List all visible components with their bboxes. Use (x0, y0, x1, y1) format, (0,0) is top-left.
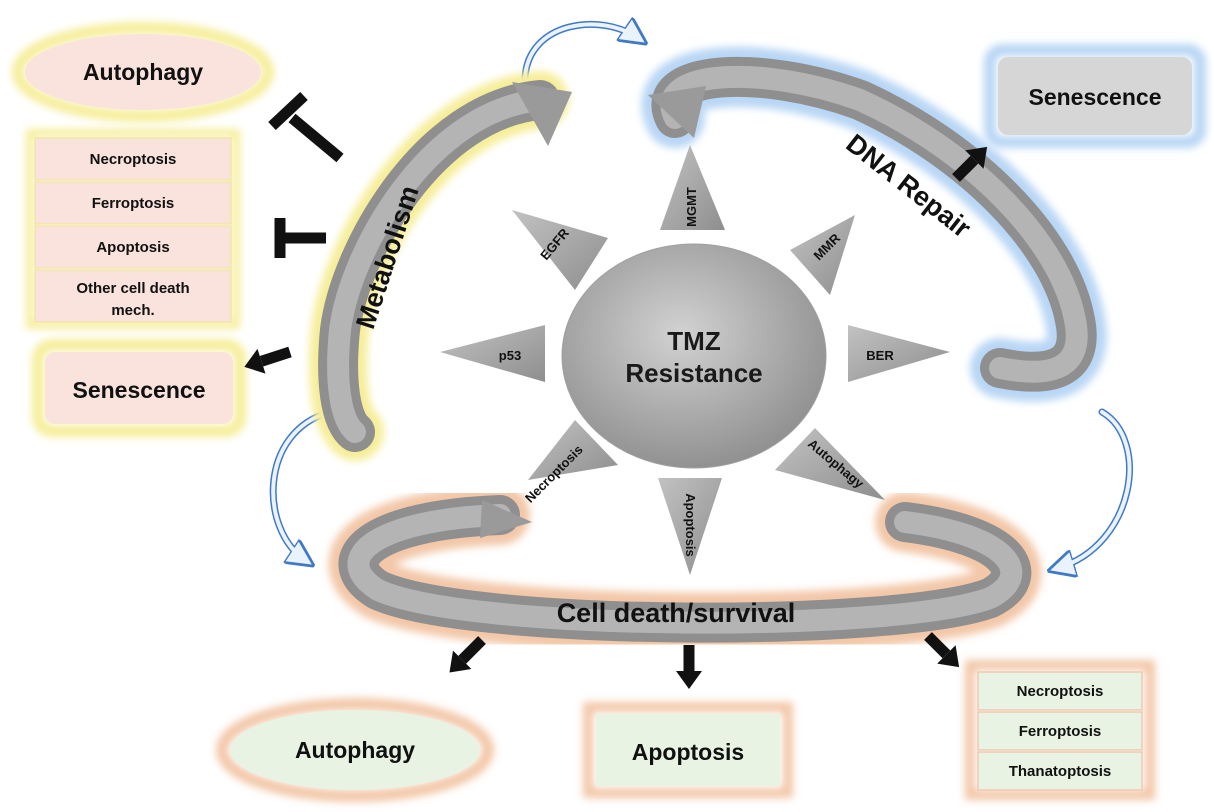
curved-arrow-top (521, 24, 638, 82)
spike-p53 (440, 325, 545, 382)
left-autophagy-node: Autophagy (12, 22, 274, 122)
inhibition-bar-autophagy (268, 91, 344, 163)
left-list-item-other-mech: mech. (111, 302, 154, 319)
bottom-autophagy-node: Autophagy (216, 698, 494, 802)
spike-autophagy (775, 428, 885, 500)
bottom-list-item-thanatoptosis: Thanatoptosis (1009, 763, 1112, 780)
spike-mmr (790, 215, 855, 295)
arrow-to-bottom-list (924, 632, 960, 668)
spike-apoptosis-label: Apoptosis (683, 493, 698, 557)
left-senescence-node: Senescence (32, 339, 246, 437)
spike-necroptosis (528, 420, 618, 480)
arrow-to-bottom-autophagy (449, 636, 486, 673)
arrow-to-left-senescence (244, 346, 292, 374)
black-arrows (244, 91, 988, 689)
right-senescence-label: Senescence (1029, 84, 1162, 110)
cell-death-band: Cell death/survival (328, 485, 1042, 653)
spike-ber (848, 325, 950, 382)
spike-mgmt (660, 145, 725, 230)
bottom-list-item-ferroptosis: Ferroptosis (1019, 723, 1102, 740)
arrow-to-right-senescence (952, 146, 988, 182)
center-title-line2: Resistance (625, 358, 762, 388)
left-autophagy-label: Autophagy (83, 59, 203, 85)
bottom-list-item-necroptosis: Necroptosis (1017, 683, 1104, 700)
center-node: TMZ Resistance (561, 243, 827, 469)
center-title-line1: TMZ (667, 326, 721, 356)
left-senescence-label: Senescence (73, 377, 206, 403)
spike-mgmt-label: MGMT (684, 187, 699, 227)
spike-egfr (512, 210, 608, 290)
spike-p53-label: p53 (499, 348, 521, 363)
right-senescence-node: Senescence (984, 44, 1206, 148)
bottom-autophagy-label: Autophagy (295, 737, 415, 763)
bottom-cell-death-list: Necroptosis Ferroptosis Thanatoptosis (965, 660, 1155, 800)
cell-death-label: Cell death/survival (557, 598, 796, 628)
inhibition-bar-cell-death (274, 218, 326, 258)
spike-apoptosis (658, 478, 722, 575)
left-cell-death-list: Necroptosis Ferroptosis Apoptosis Other … (26, 129, 240, 329)
curved-connector-arrows (269, 24, 1133, 568)
bottom-apoptosis-label: Apoptosis (632, 739, 744, 765)
curved-arrow-right (1058, 408, 1133, 568)
left-list-item-other: Other cell death (76, 280, 189, 297)
left-list-item-ferroptosis: Ferroptosis (92, 195, 175, 212)
arrow-to-bottom-apoptosis (676, 645, 702, 689)
spike-ber-label: BER (866, 348, 894, 363)
left-list-item-apoptosis: Apoptosis (96, 239, 169, 256)
bottom-apoptosis-node: Apoptosis (583, 702, 793, 798)
left-list-item-necroptosis: Necroptosis (90, 151, 177, 168)
